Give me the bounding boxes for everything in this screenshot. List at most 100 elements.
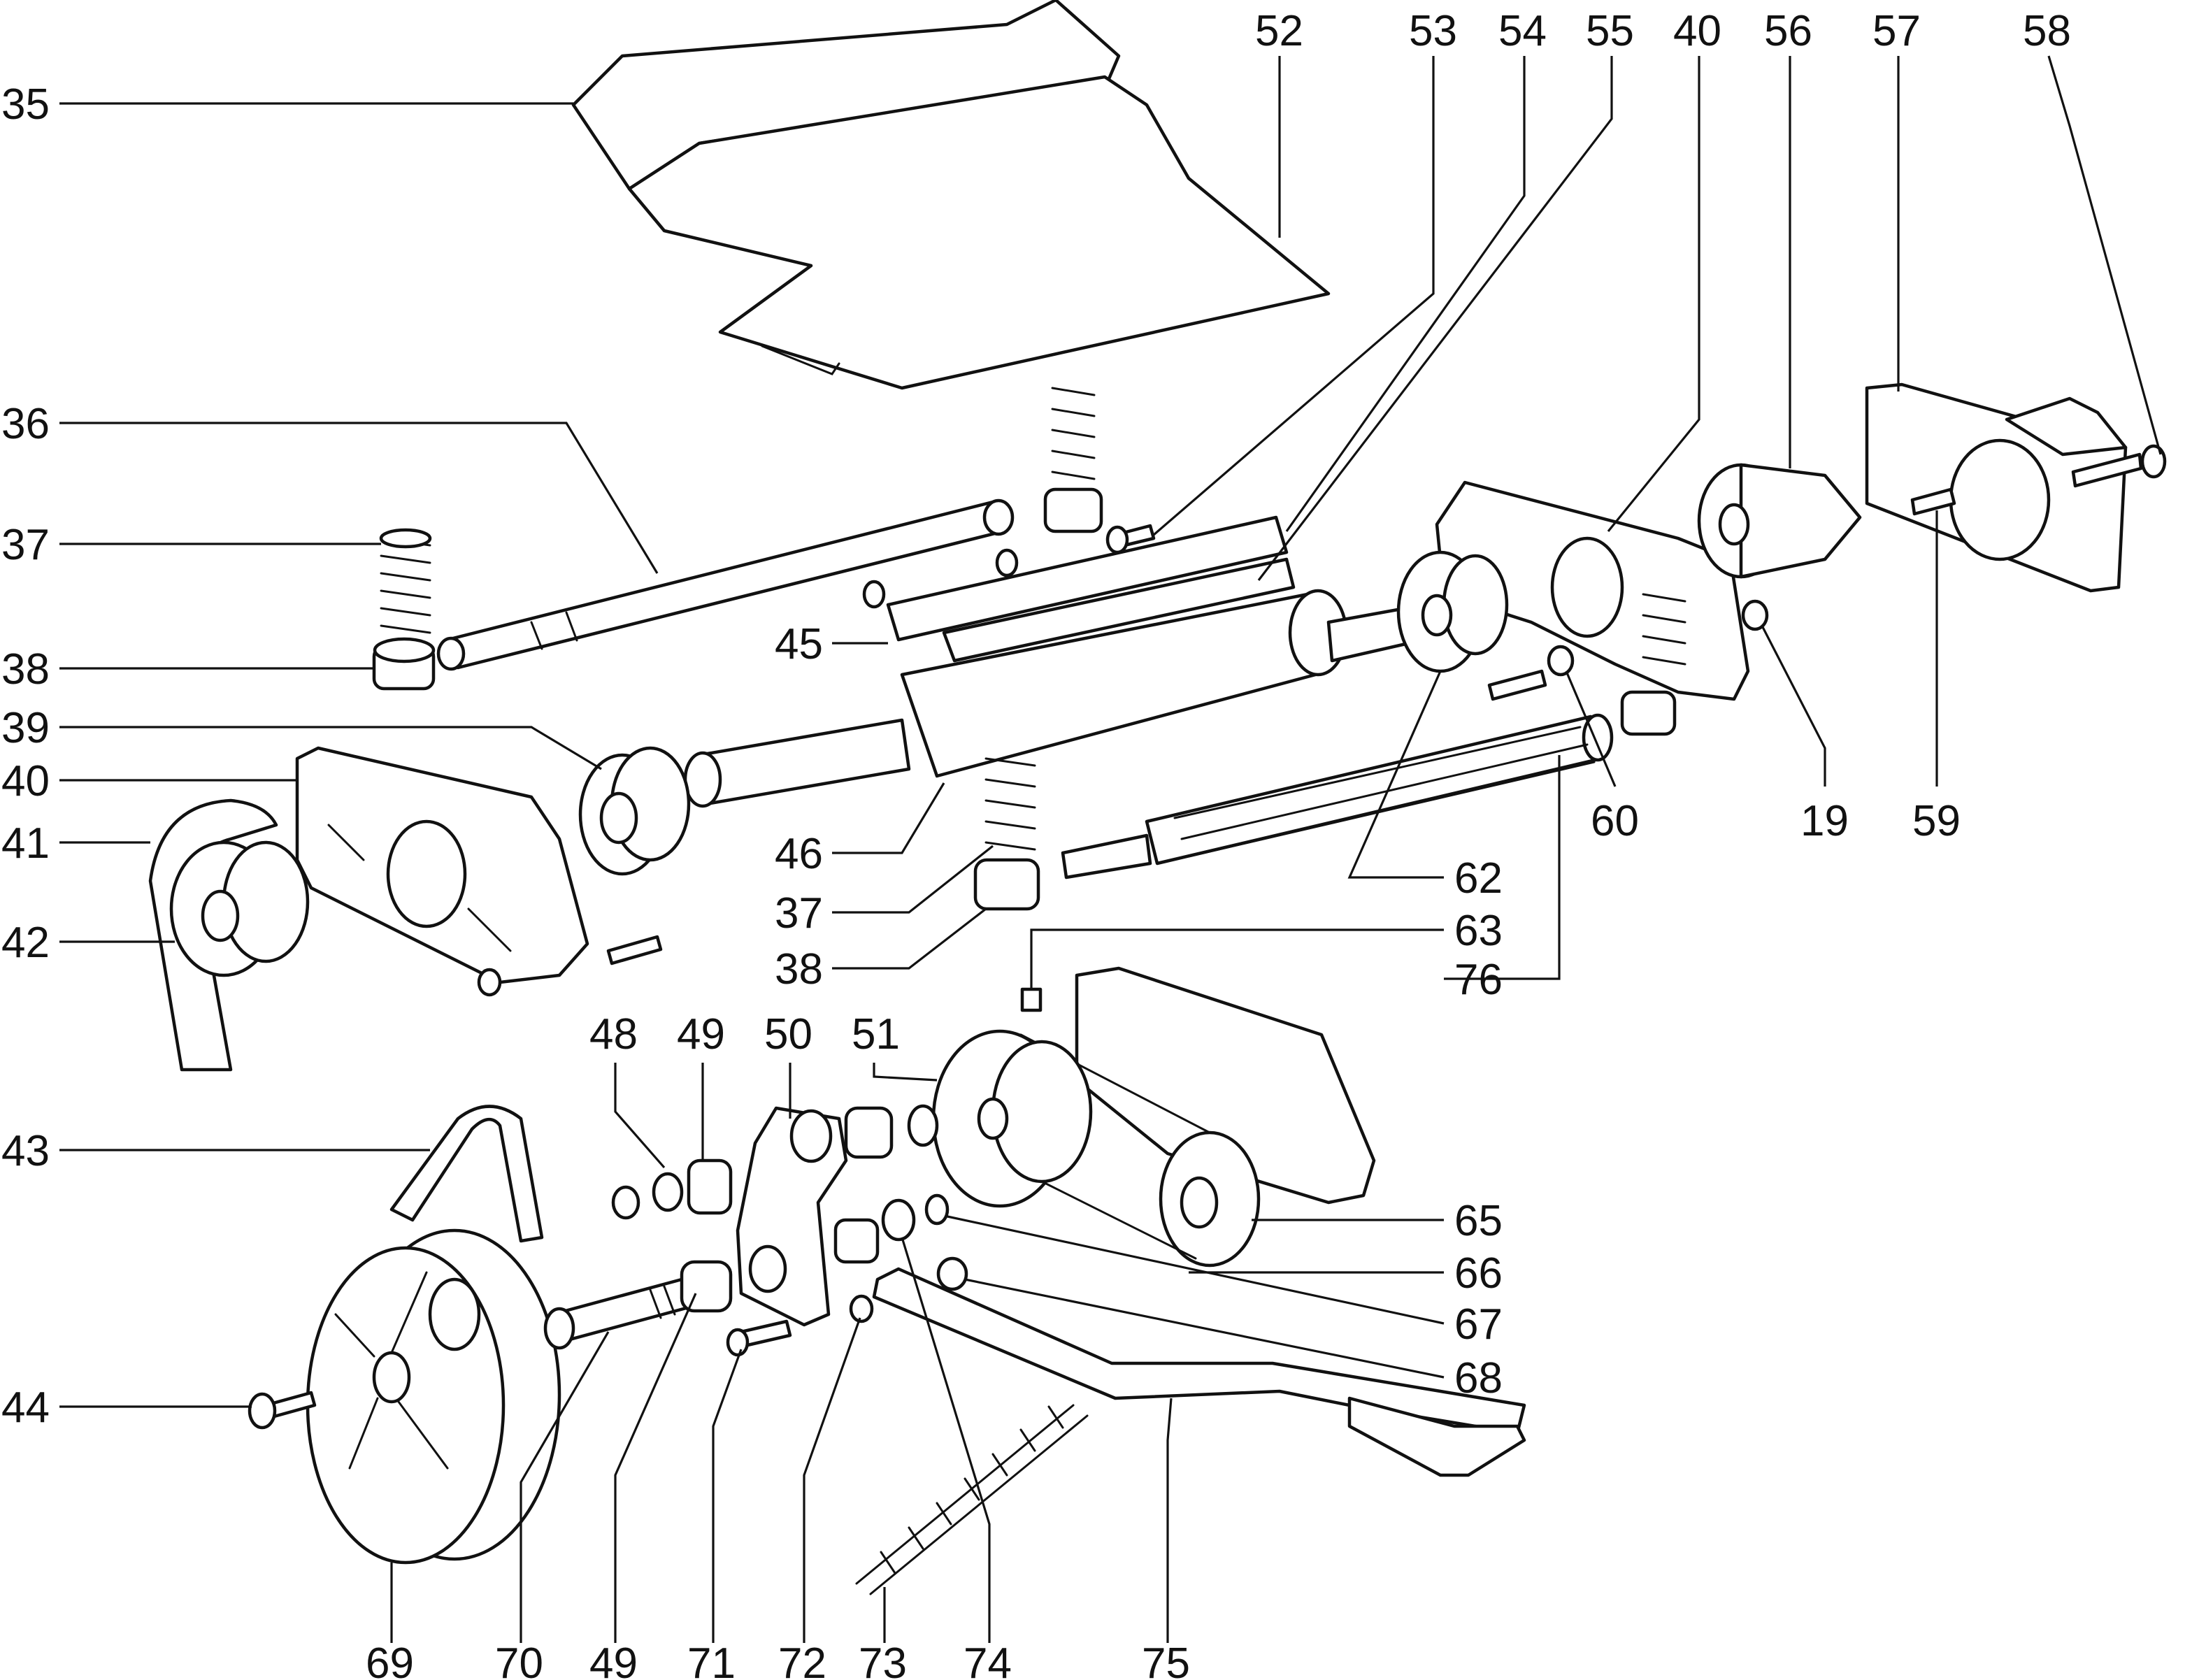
bracket-50	[736, 1106, 848, 1327]
bushing-49-lower	[680, 1260, 733, 1313]
gear-62	[1396, 550, 1509, 673]
callout-62: 62	[1454, 854, 1503, 903]
leader-36	[59, 422, 659, 574]
drill-chuck	[1697, 463, 1862, 579]
callout-74: 74	[964, 1639, 1012, 1680]
clip-48	[611, 1185, 640, 1220]
screw-58	[2071, 444, 2167, 488]
callout-58: 58	[2023, 7, 2071, 55]
nut-19	[1741, 599, 1769, 631]
leader-51	[873, 1063, 938, 1082]
washer-49-upper	[652, 1172, 684, 1212]
callout-55: 55	[1586, 7, 1634, 55]
clip-67	[924, 1193, 950, 1226]
callout-44: 44	[1, 1384, 50, 1432]
leader-58	[2047, 55, 2162, 455]
callout-75: 75	[1142, 1639, 1190, 1680]
leader-76	[1444, 755, 1561, 980]
callout-73: 73	[859, 1639, 907, 1680]
screw-71	[726, 1319, 792, 1357]
nut-68	[936, 1256, 968, 1291]
bearing-left	[578, 746, 691, 876]
leader-68	[964, 1278, 1445, 1379]
bushing-49	[687, 1158, 733, 1215]
callout-46: 46	[775, 830, 823, 878]
leader-49b	[614, 1293, 697, 1643]
leader-19	[1761, 625, 1826, 787]
callout-67: 67	[1454, 1300, 1503, 1349]
leader-62	[1347, 670, 1444, 879]
leader-72	[803, 1317, 861, 1643]
blade-bar	[886, 515, 1296, 663]
washer-74	[881, 1198, 916, 1242]
callout-38-center: 38	[775, 945, 823, 993]
callout-labels: 35 36 37 38 39 40 41 42 43 44 45 46 37 3…	[1, 7, 2071, 1680]
lever-arm	[872, 1267, 1526, 1477]
leader-48	[614, 1063, 666, 1169]
bushing-left	[372, 637, 436, 691]
spring-top	[1051, 387, 1096, 480]
gear-51	[931, 1029, 1093, 1208]
sprocket-65	[1159, 1130, 1261, 1268]
callout-39: 39	[1, 704, 50, 752]
leader-63	[1030, 928, 1444, 989]
callout-71: 71	[687, 1639, 736, 1680]
bushing-top	[1043, 487, 1103, 533]
washer-60	[1487, 645, 1575, 701]
callout-48: 48	[589, 1010, 638, 1058]
callout-68: 68	[1454, 1354, 1503, 1402]
callout-76: 76	[1454, 956, 1503, 1004]
callout-54: 54	[1498, 7, 1547, 55]
callout-50: 50	[764, 1010, 812, 1058]
screw-small-a	[862, 548, 1019, 609]
hood-guard	[571, 0, 1331, 390]
bushing-51-side	[844, 1104, 939, 1159]
callout-69: 69	[366, 1639, 414, 1680]
screw-small-b	[477, 935, 663, 997]
callout-40-right: 40	[1673, 7, 1721, 55]
upper-shaft	[436, 498, 1015, 671]
end-cover	[1865, 382, 2128, 593]
callout-49: 49	[677, 1010, 725, 1058]
leader-71	[712, 1349, 743, 1643]
tension-spring	[855, 1404, 1089, 1595]
washer-72	[849, 1294, 874, 1323]
callout-51: 51	[852, 1010, 900, 1058]
side-plate-right	[1435, 480, 1750, 701]
leader-55	[1257, 56, 1613, 581]
screw-44	[248, 1391, 317, 1430]
stud-59	[1910, 487, 1956, 516]
v-belt-43	[389, 1105, 544, 1243]
callout-37-center: 37	[775, 889, 823, 938]
callout-72: 72	[778, 1639, 826, 1680]
callout-66: 66	[1454, 1249, 1503, 1298]
callout-63: 63	[1454, 907, 1503, 955]
callout-45: 45	[775, 620, 823, 668]
callout-70: 70	[495, 1639, 543, 1680]
callout-49-lower: 49	[589, 1639, 638, 1680]
bushing-center	[973, 858, 1040, 911]
leader-74	[901, 1237, 991, 1643]
callout-53: 53	[1409, 7, 1457, 55]
leader-70	[520, 1331, 610, 1643]
leader-54	[1285, 56, 1526, 532]
spring-right	[1642, 593, 1686, 666]
spring-center	[984, 757, 1036, 851]
leader-37b	[832, 845, 994, 914]
callout-41: 41	[1, 819, 50, 868]
side-plate-left	[295, 746, 589, 984]
leader-75	[1166, 1398, 1173, 1643]
callout-37: 37	[1, 521, 50, 569]
callout-60: 60	[1591, 797, 1639, 845]
callout-56: 56	[1764, 7, 1812, 55]
large-pulley	[306, 1228, 561, 1565]
pin-63	[1020, 987, 1043, 1012]
callout-40: 40	[1, 757, 50, 805]
callout-36: 36	[1, 400, 50, 448]
callout-38: 38	[1, 645, 50, 694]
pulley-shaft	[543, 1277, 691, 1350]
gearbox-housing	[1075, 966, 1376, 1205]
callout-57: 57	[1872, 7, 1921, 55]
leader-39	[59, 726, 602, 770]
